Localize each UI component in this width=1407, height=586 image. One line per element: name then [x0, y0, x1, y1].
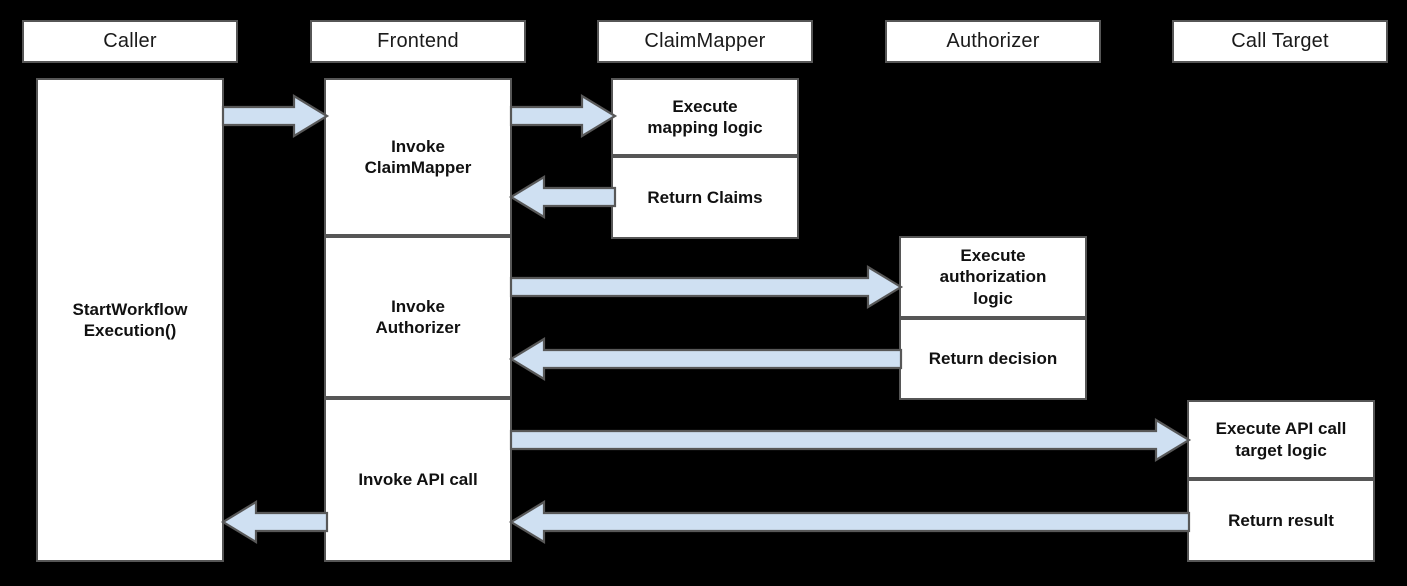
lifeline-header-claimmapper-label: ClaimMapper	[644, 30, 766, 52]
message-arrow-frontend-to-calltarget	[509, 418, 1192, 462]
activation-claimmapper-return-claims: Return Claims	[611, 156, 799, 239]
activation-authorizer-return-decision-line1: Return decision	[928, 349, 1058, 369]
message-arrow-frontend-to-authorizer	[509, 265, 904, 309]
message-arrow-authorizer-to-frontend	[508, 337, 903, 381]
lifeline-header-authorizer-label: Authorizer	[946, 30, 1040, 52]
activation-frontend-invoke-authorizer-line2: Authorizer	[375, 318, 461, 337]
message-arrow-frontend-to-claimmapper	[509, 94, 618, 138]
activation-claimmapper-execute-mapping-logic-line1: Execute	[672, 96, 738, 116]
lifeline-header-calltarget-label: Call Target	[1231, 30, 1329, 52]
activation-calltarget-execute-api-call-target-logic-line2: target logic	[1235, 440, 1327, 460]
activation-frontend-invoke-api-call-line1: Invoke API call	[358, 470, 478, 490]
lifeline-header-calltarget: Call Target	[1172, 20, 1388, 63]
lifeline-header-authorizer: Authorizer	[885, 20, 1101, 63]
activation-claimmapper-return-claims-line1: Return Claims	[647, 187, 763, 207]
activation-frontend-invoke-claimmapper: Invoke ClaimMapper	[324, 78, 512, 236]
activation-calltarget-return-result: Return result	[1187, 479, 1375, 562]
activation-frontend-invoke-api-call: Invoke API call	[324, 398, 512, 562]
message-arrow-calltarget-to-frontend	[508, 500, 1191, 544]
activation-frontend-invoke-claimmapper-line1: Invoke	[391, 136, 445, 156]
activation-calltarget-execute-api-call-target-logic: Execute API call target logic	[1187, 400, 1375, 479]
lifeline-header-caller: Caller	[22, 20, 238, 63]
lifeline-header-frontend: Frontend	[310, 20, 526, 63]
activation-claimmapper-execute-mapping-logic-line2: mapping logic	[647, 118, 763, 137]
message-arrow-frontend-to-caller	[220, 500, 329, 544]
activation-claimmapper-execute-mapping-logic: Execute mapping logic	[611, 78, 799, 156]
activation-authorizer-return-decision: Return decision	[899, 318, 1087, 400]
activation-caller-startworkflow-line2: Execution()	[83, 321, 177, 340]
activation-calltarget-execute-api-call-target-logic-line1: Execute API call	[1215, 419, 1347, 439]
message-arrow-claimmapper-to-frontend	[508, 175, 617, 219]
activation-authorizer-execute-authorization-logic-line1: Execute	[960, 246, 1026, 266]
activation-authorizer-execute-authorization-logic: Execute authorization logic	[899, 236, 1087, 318]
activation-frontend-invoke-authorizer-line1: Invoke	[391, 296, 445, 316]
activation-frontend-invoke-claimmapper-line2: ClaimMapper	[364, 158, 472, 177]
lifeline-header-frontend-label: Frontend	[377, 30, 459, 52]
message-arrow-caller-to-frontend	[221, 94, 330, 138]
lifeline-header-caller-label: Caller	[103, 30, 157, 52]
activation-caller-startworkflow: StartWorkflow Execution()	[36, 78, 224, 562]
lifeline-header-claimmapper: ClaimMapper	[597, 20, 813, 63]
activation-caller-startworkflow-line1: StartWorkflow	[72, 299, 188, 319]
activation-frontend-invoke-authorizer: Invoke Authorizer	[324, 236, 512, 398]
activation-calltarget-return-result-line1: Return result	[1228, 510, 1334, 530]
activation-authorizer-execute-authorization-logic-line3: logic	[973, 288, 1013, 308]
activation-authorizer-execute-authorization-logic-line2: authorization	[939, 267, 1047, 287]
